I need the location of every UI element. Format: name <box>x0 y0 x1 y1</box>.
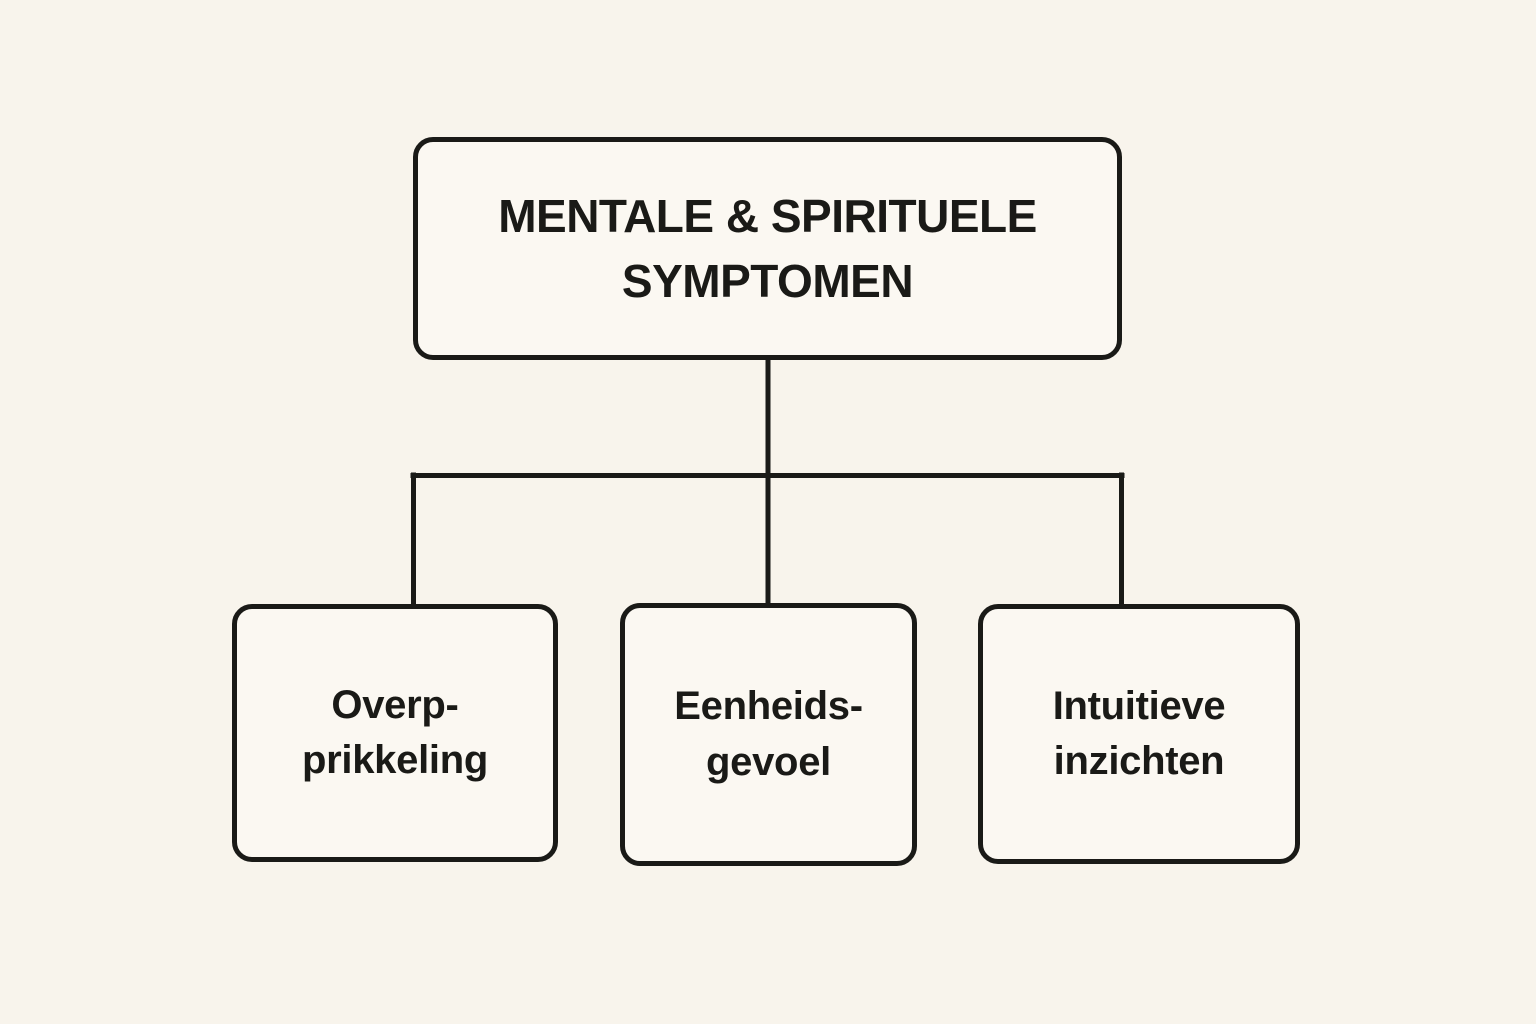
node-overprikkeling: Overp- prikkeling <box>232 604 558 862</box>
node-eenheidsgevoel-line1: Eenheids- <box>674 684 863 729</box>
node-overprikkeling-line1: Overp- <box>331 682 459 727</box>
node-eenheidsgevoel: Eenheids- gevoel <box>620 603 917 866</box>
node-root-label-line1: MENTALE & SPIRITUELE <box>498 190 1037 243</box>
node-eenheidsgevoel-label: Eenheids- gevoel <box>674 679 863 789</box>
node-intuitieve-inzichten-line2: inzichten <box>1053 739 1225 783</box>
node-root-label: MENTALE & SPIRITUELE SYMPTOMEN <box>498 184 1037 313</box>
node-intuitieve-inzichten-label: Intuitieve inzichten <box>1053 679 1226 789</box>
node-overprikkeling-line2: prikkeling <box>302 738 488 782</box>
node-root: MENTALE & SPIRITUELE SYMPTOMEN <box>413 137 1122 360</box>
node-root-label-line2: SYMPTOMEN <box>621 254 914 307</box>
node-intuitieve-inzichten: Intuitieve inzichten <box>978 604 1300 864</box>
node-intuitieve-inzichten-line1: Intuitieve <box>1052 683 1226 728</box>
node-eenheidsgevoel-line2: gevoel <box>706 739 831 784</box>
node-overprikkeling-label: Overp- prikkeling <box>302 678 488 788</box>
